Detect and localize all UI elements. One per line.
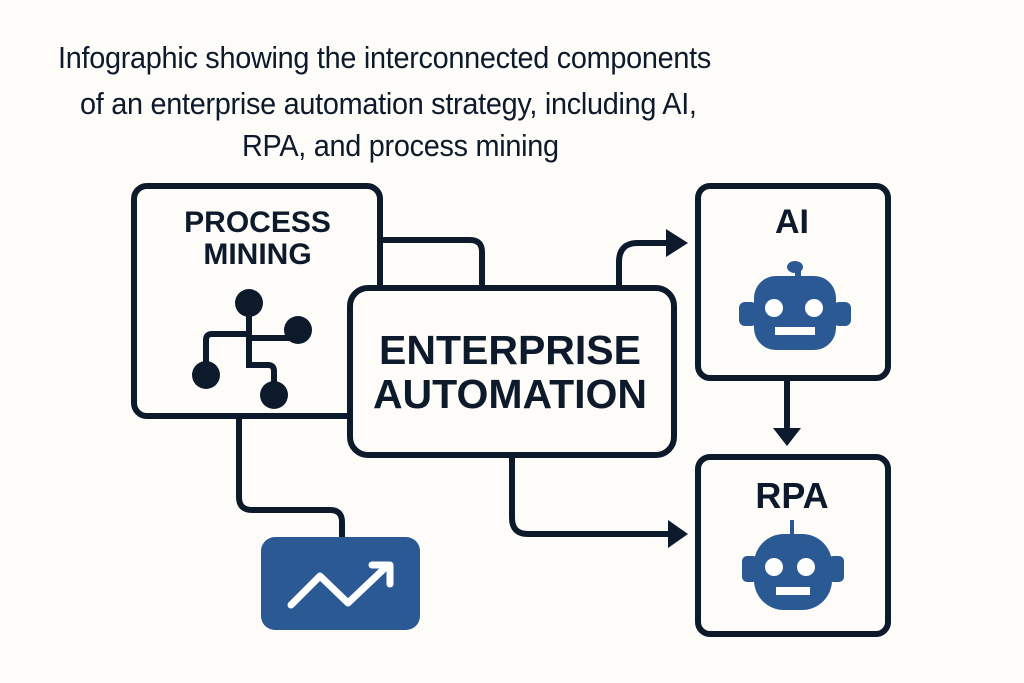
process-mining-label: PROCESS MINING bbox=[135, 206, 380, 272]
process-mining-label-line-2: MINING bbox=[203, 238, 312, 272]
enterprise-automation-box[interactable] bbox=[347, 285, 677, 458]
process-mining-label-line-1: PROCESS bbox=[184, 206, 331, 239]
arrowhead-rpa-from-enterprise bbox=[668, 520, 688, 548]
trend-up-arrow-icon bbox=[287, 561, 394, 609]
title-line-3: RPA, and process mining bbox=[242, 128, 559, 163]
ai-label: AI bbox=[775, 203, 809, 241]
connector-enterprise-to-rpa bbox=[509, 452, 672, 537]
connector-process-mining-to-analytics bbox=[236, 413, 345, 543]
ai-robot-icon bbox=[739, 261, 851, 350]
arrowhead-rpa-from-ai bbox=[773, 428, 801, 446]
enterprise-automation-label-line-1: ENTERPRISE bbox=[379, 327, 641, 373]
process-network-icon bbox=[192, 289, 312, 409]
connector-enterprise-to-ai bbox=[616, 240, 669, 291]
title-line-1: Infographic showing the interconnected c… bbox=[58, 40, 712, 75]
arrowhead-ai bbox=[666, 229, 688, 257]
analytics-trend-tile[interactable] bbox=[261, 537, 420, 630]
title-line-2: of an enterprise automation strategy, in… bbox=[80, 86, 697, 121]
enterprise-automation-label: ENTERPRISE AUTOMATION bbox=[350, 328, 670, 417]
rpa-label: RPA bbox=[755, 475, 829, 516]
rpa-robot-icon bbox=[742, 520, 844, 610]
enterprise-automation-label-line-2: AUTOMATION bbox=[372, 371, 648, 418]
connector-process-mining-to-enterprise bbox=[377, 237, 485, 291]
